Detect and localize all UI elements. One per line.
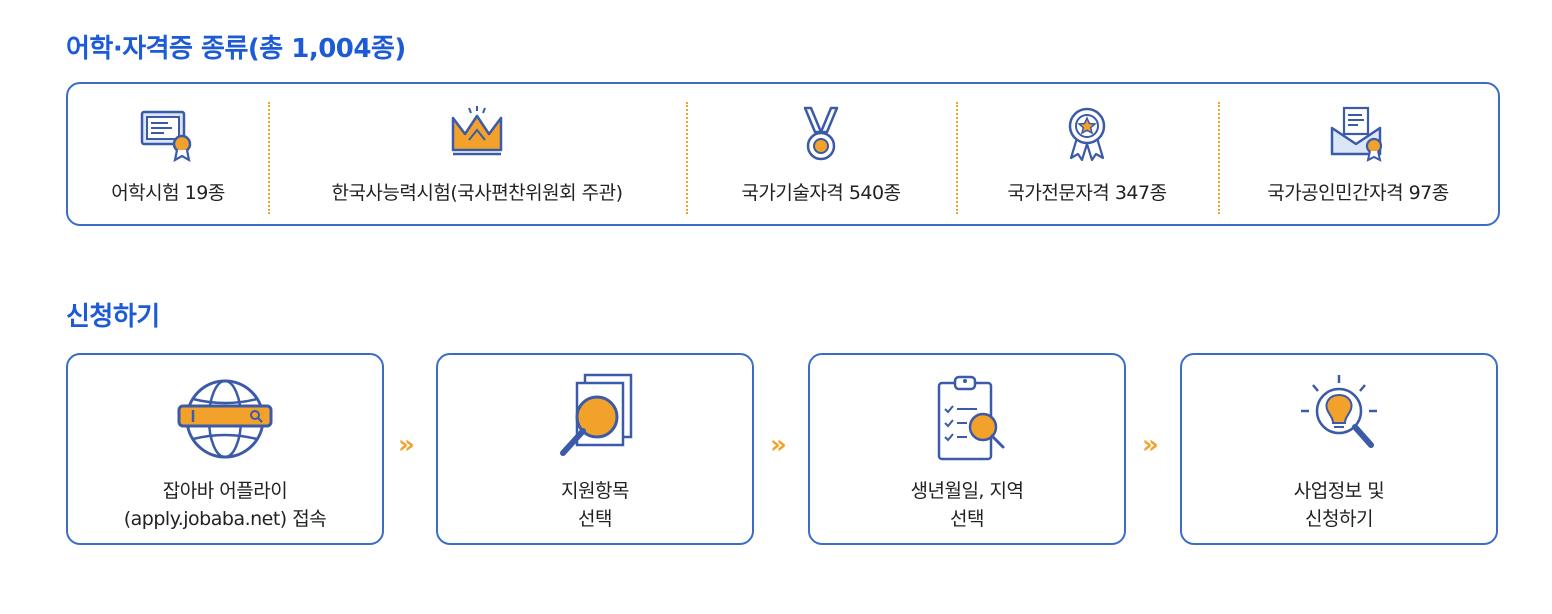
- type-item-national-professional: 국가전문자격 347종: [956, 84, 1218, 224]
- step-card-birth-region: 생년월일, 지역 선택: [808, 353, 1126, 545]
- step-label-line2: 선택: [950, 508, 984, 530]
- step-label-line1: 사업정보 및: [1293, 480, 1385, 502]
- type-label: 국가기술자격 540종: [741, 182, 901, 204]
- type-item-language: 어학시험 19종: [68, 84, 268, 224]
- envelope-award-icon: [1330, 106, 1383, 162]
- crown-icon: [451, 106, 503, 156]
- section-title-apply: 신청하기: [66, 302, 160, 332]
- lightbulb-search-icon: [1301, 375, 1377, 448]
- step-label-line2: (apply.jobaba.net) 접속: [123, 508, 327, 530]
- type-label: 한국사능력시험(국사편찬위원회 주관): [331, 182, 623, 204]
- step-label-line1: 생년월일, 지역: [910, 480, 1024, 502]
- section-title-certificates: 어학·자격증 종류(총 1,004종): [66, 34, 406, 64]
- clipboard-search-icon: [937, 375, 1005, 461]
- step-label: 지원항목 선택: [561, 477, 629, 533]
- chevron-double-right-icon: »: [398, 430, 415, 460]
- step-label-line1: 지원항목: [561, 480, 629, 502]
- step-label-line2: 선택: [578, 508, 612, 530]
- type-item-national-technical: 국가기술자격 540종: [686, 84, 956, 224]
- globe-search-icon: [177, 379, 273, 459]
- type-item-korean-history: 한국사능력시험(국사편찬위원회 주관): [268, 84, 686, 224]
- medal-icon: [803, 106, 839, 161]
- step-label: 잡아바 어플라이 (apply.jobaba.net) 접속: [123, 477, 327, 533]
- type-label: 국가공인민간자격 97종: [1267, 182, 1449, 204]
- type-label: 어학시험 19종: [111, 182, 225, 204]
- step-card-business-apply: 사업정보 및 신청하기: [1180, 353, 1498, 545]
- document-search-icon: [560, 373, 633, 456]
- certificate-icon: [140, 110, 192, 163]
- certificate-types-box: 어학시험 19종 한국사능력시험(국사편찬위원회 주관) 국가기술자격 540종: [66, 82, 1500, 226]
- step-card-access-site: 잡아바 어플라이 (apply.jobaba.net) 접속: [66, 353, 384, 545]
- step-label: 사업정보 및 신청하기: [1293, 477, 1385, 533]
- chevron-double-right-icon: »: [770, 430, 787, 460]
- chevron-double-right-icon: »: [1142, 430, 1159, 460]
- step-label-line2: 신청하기: [1305, 508, 1373, 530]
- type-label: 국가전문자격 347종: [1007, 182, 1167, 204]
- type-item-private-certified: 국가공인민간자격 97종: [1218, 84, 1498, 224]
- step-card-select-items: 지원항목 선택: [436, 353, 754, 545]
- award-ribbon-icon: [1068, 107, 1106, 162]
- step-label: 생년월일, 지역 선택: [911, 477, 1024, 533]
- step-label-line1: 잡아바 어플라이: [162, 480, 288, 502]
